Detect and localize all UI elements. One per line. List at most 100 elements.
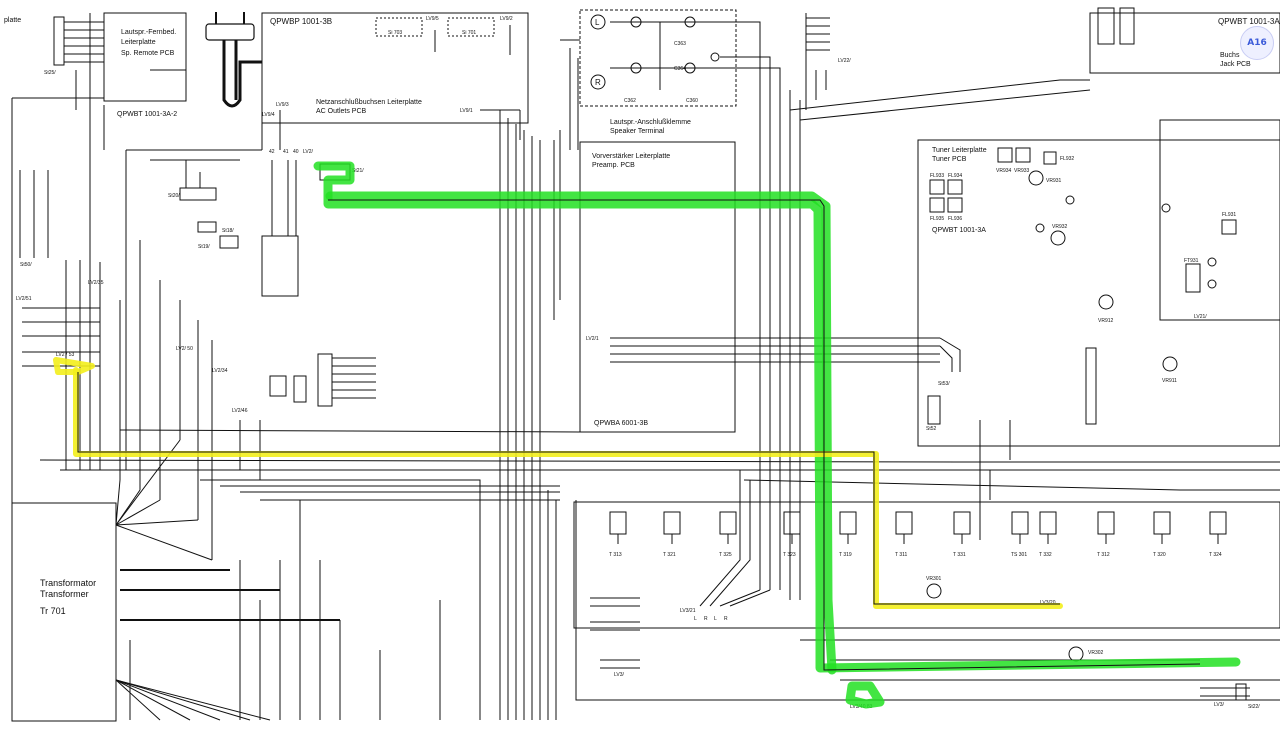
si703-label: Si 703	[388, 30, 402, 36]
lv2-51-label: LV2/51	[16, 296, 32, 302]
lv3-l1: L	[694, 616, 697, 622]
transistor: T 311	[895, 511, 913, 558]
transistor-label: T 323	[783, 552, 796, 558]
terminal-r-symbol: R	[595, 78, 601, 87]
vr934-label: VR934	[996, 168, 1012, 174]
lv2-top: LV2/	[303, 149, 314, 155]
fl932-label: FL932	[1060, 156, 1074, 162]
transistor: T 313	[609, 511, 627, 558]
lv94-label: LV9/4	[262, 112, 275, 118]
ac-outlets-title-1: Netzanschlußbuchsen Leiterplatte	[316, 99, 422, 106]
lv2-53-label: LV2 / 53	[56, 352, 74, 358]
vr302-label: VR302	[1088, 650, 1104, 656]
bottom-right-connector: LV3/ St22/	[1200, 683, 1260, 710]
transistor-label: T 331	[953, 552, 966, 558]
remote-pcb-title-3: Sp. Remote PCB	[121, 50, 175, 57]
remote-pcb-title-1: Lautspr.-Fernbed.	[121, 29, 176, 36]
si701-label: Si 701	[462, 30, 476, 36]
transistor: T 331	[953, 511, 971, 558]
c362-label: C362	[624, 98, 636, 104]
lv3-bottom-label: LV3/	[614, 672, 625, 678]
lv22-label: LV22/	[838, 58, 851, 64]
st18-connector: St18/	[219, 228, 239, 249]
lv95-label: LV9/5	[426, 16, 439, 22]
jack-pcb: LV22/ QPWBT 1001-3A- Buchs Jack PCB	[805, 7, 1280, 74]
transistor: T 312	[1097, 511, 1115, 558]
app-badge-text: A16	[1247, 38, 1267, 48]
lv2-50-label: LV2/ 50	[176, 346, 193, 352]
tuner-pcb: Tuner Leiterplatte Tuner PCB VR934 VR933…	[917, 119, 1280, 447]
app-badge-button[interactable]: A16	[1240, 26, 1274, 60]
st50-label: St50/	[20, 262, 32, 268]
transistor-label: T 332	[1039, 552, 1052, 558]
qpwbt-right-label: QPWBT 1001-3A-	[1218, 17, 1280, 26]
transistor-label: T 312	[1097, 552, 1110, 558]
fl931-label: FL931	[1222, 212, 1236, 218]
green-highlight-path	[313, 161, 1241, 709]
transistor-label: TS 301	[1011, 552, 1027, 558]
pin-41: 41	[283, 149, 289, 155]
bottom-left-connector: LV3/	[590, 597, 640, 678]
terminal-l-symbol: L	[595, 18, 600, 27]
transformer-title-1: Transformator	[40, 578, 96, 588]
transistor: T 319	[839, 511, 857, 558]
vr911-label: VR911	[1162, 378, 1177, 384]
fl934-label: FL934	[948, 173, 962, 179]
fl936-label: FL936	[948, 216, 962, 222]
transistor-label: T 311	[895, 552, 908, 558]
lv2-terminal-block	[269, 353, 376, 407]
transistor: TS 301	[1011, 511, 1029, 558]
st22-label: St22/	[1248, 704, 1260, 710]
speaker-terminal-title-1: Lautspr.-Anschlußklemme	[610, 119, 691, 126]
st53-label: St53/	[938, 381, 950, 387]
jack-pcb-title-2: Jack PCB	[1220, 61, 1251, 68]
transistor-label: T 325	[719, 552, 732, 558]
pin-42: 42	[269, 149, 275, 155]
ac-outlets-pcb: QPWBP 1001-3B Si 703 Si 701 LV9/5 LV9/2 …	[261, 12, 529, 124]
lv93-label: LV9/3	[276, 102, 289, 108]
transistor: T 323	[783, 511, 801, 558]
transistor: T 320	[1153, 511, 1171, 558]
preamp-pcb: Vorverstärker Leiterplatte Preamp. PCB Q…	[579, 141, 961, 433]
transformer-title-2: Transformer	[40, 589, 89, 599]
remote-pcb-title-2: Leiterplatte	[121, 39, 156, 46]
st19-label: St19/	[198, 244, 210, 250]
lv21-conn-label: LV2/1	[586, 336, 599, 342]
c360-label: C360	[686, 98, 698, 104]
lv2-46-label: LV2/46	[232, 408, 248, 414]
lv3-21-connector: LV3/21 L R L R	[680, 470, 771, 622]
speaker-terminal-title-2: Speaker Terminal	[610, 128, 665, 135]
st21-label: St21/	[352, 168, 364, 174]
transistor: T 332	[1039, 511, 1057, 558]
preamp-pcb-title-1: Vorverstärker Leiterplatte	[592, 153, 670, 160]
vr912-label: VR912	[1098, 318, 1114, 324]
st20-label: St20/	[168, 193, 180, 199]
lv3-21-label: LV3/21	[680, 608, 696, 614]
transistor: T 321	[663, 511, 681, 558]
remote-pcb-box: Lautspr.-Fernbed. Leiterplatte Sp. Remot…	[103, 12, 187, 118]
transistor-label: T 324	[1209, 552, 1222, 558]
lv3-right-label: LV3/	[1214, 702, 1225, 708]
st52-label: St52	[926, 426, 937, 432]
power-amp-board	[573, 501, 1280, 629]
qpwba-label: QPWBA 6001-3B	[594, 420, 648, 427]
vr301-label: VR301	[926, 576, 942, 582]
transistor-row: T 313 T 321 T 325 T 323 T 319 T 311 T 331 TS 30…	[609, 511, 1227, 558]
preamp-pcb-title-2: Preamp. PCB	[592, 162, 635, 169]
qpwbt-left-label: QPWBT 1001-3A-2	[117, 111, 177, 118]
jack-pcb-title-1: Buchs	[1220, 52, 1240, 59]
qpwbp-label: QPWBP 1001-3B	[270, 17, 332, 26]
transistor: T 324	[1209, 511, 1227, 558]
st18-label: St18/	[222, 228, 234, 234]
lv3-r2: R	[724, 616, 728, 622]
transistor-label: T 321	[663, 552, 676, 558]
pin-40: 40	[293, 149, 299, 155]
vr301-pot: VR301	[926, 576, 942, 599]
lv21-label: LV21/	[1194, 314, 1207, 320]
ft931-label: FT931	[1184, 258, 1199, 264]
fl935-label: FL935	[930, 216, 944, 222]
label-platte: platte	[4, 17, 21, 24]
transformer-tr701: Transformator Transformer Tr 701	[11, 439, 271, 722]
